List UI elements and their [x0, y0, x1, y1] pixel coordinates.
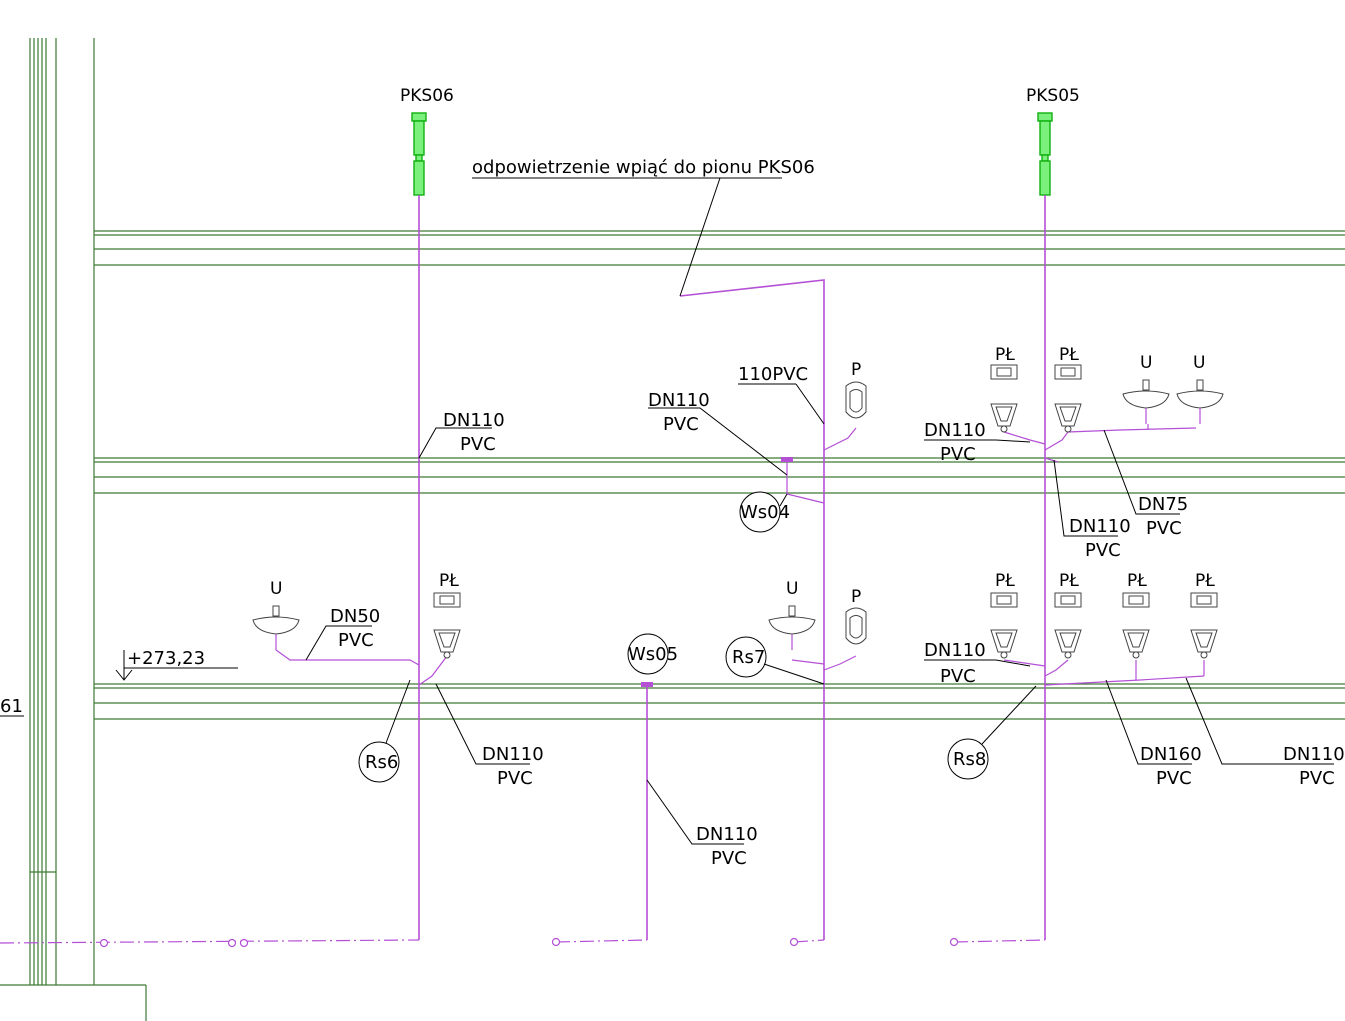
vent-connection-note: odpowietrzenie wpiąć do pionu PKS06 [472, 157, 815, 178]
pipe-size-label: DN110 [1283, 744, 1345, 765]
pipe-material-label: PVC [338, 630, 374, 651]
pipe-110pvc-label: 110PVC [738, 364, 808, 385]
pipe-labels: DN110 PVC DN110 PVC DN110 PVC DN75 PVC D… [305, 390, 1345, 869]
fixtures [252, 364, 1224, 659]
fixture-label-u: U [270, 579, 282, 599]
pipe-size-label: DN75 [1138, 494, 1188, 515]
vent-head-pks06 [411, 112, 427, 196]
vent-head-pks05 [1037, 112, 1053, 196]
pipe-material-label: PVC [1156, 768, 1192, 789]
edge-fragment-label: 61 [0, 696, 23, 717]
marker-rs7: Rs7 [732, 647, 765, 668]
fixture-label-p: P [851, 587, 861, 607]
pipe-size-label: DN160 [1140, 744, 1202, 765]
pipe-material-label: PVC [940, 666, 976, 687]
fixture-label-p: P [851, 360, 861, 380]
fixture-label-u: U [1140, 353, 1152, 373]
fixture-label-pl: PŁ [439, 571, 459, 591]
pipe-material-label: PVC [711, 848, 747, 869]
pipe-material-label: PVC [497, 768, 533, 789]
fixture-label-pl: PŁ [1059, 345, 1079, 365]
pipe-material-label: PVC [940, 444, 976, 465]
pipe-size-label: DN110 [696, 824, 758, 845]
pipe-material-label: PVC [1146, 518, 1182, 539]
pipe-size-label: DN110 [924, 420, 986, 441]
fixture-label-u: U [1193, 353, 1205, 373]
pipe-material-label: PVC [663, 414, 699, 435]
fixture-labels: PŁ PŁ U U P U PŁ U P PŁ PŁ PŁ PŁ [270, 345, 1215, 607]
pipe-material-label: PVC [1085, 540, 1121, 561]
marker-ws05: Ws05 [628, 644, 678, 665]
pipe-size-label: DN110 [482, 744, 544, 765]
elevation-label: +273,23 [127, 648, 205, 669]
pipe-material-label: PVC [460, 434, 496, 455]
pipe-size-label: DN110 [924, 640, 986, 661]
riser-markers: Ws04 Ws05 Rs7 Rs6 Rs8 [358, 491, 1037, 783]
fixture-label-pl: PŁ [1059, 571, 1079, 591]
fixture-label-u: U [786, 579, 798, 599]
marker-rs6: Rs6 [365, 752, 398, 773]
vent-label-pks06: PKS06 [400, 86, 454, 106]
marker-rs8: Rs8 [953, 749, 986, 770]
fixture-label-pl: PŁ [1127, 571, 1147, 591]
pipe-size-label: DN110 [1069, 516, 1131, 537]
fixture-label-pl: PŁ [995, 571, 1015, 591]
building-walls [0, 38, 1345, 1021]
pipe-size-label: DN110 [648, 390, 710, 411]
pipes [0, 195, 1205, 948]
fixture-label-pl: PŁ [1195, 571, 1215, 591]
elevation-mark: +273,23 [115, 648, 238, 681]
pipe-size-label: DN50 [330, 606, 380, 627]
fixture-label-pl: PŁ [995, 345, 1015, 365]
pipe-size-label: DN110 [443, 410, 505, 431]
vent-label-pks05: PKS05 [1026, 86, 1080, 106]
marker-ws04: Ws04 [740, 502, 790, 523]
pipe-material-label: PVC [1299, 768, 1335, 789]
